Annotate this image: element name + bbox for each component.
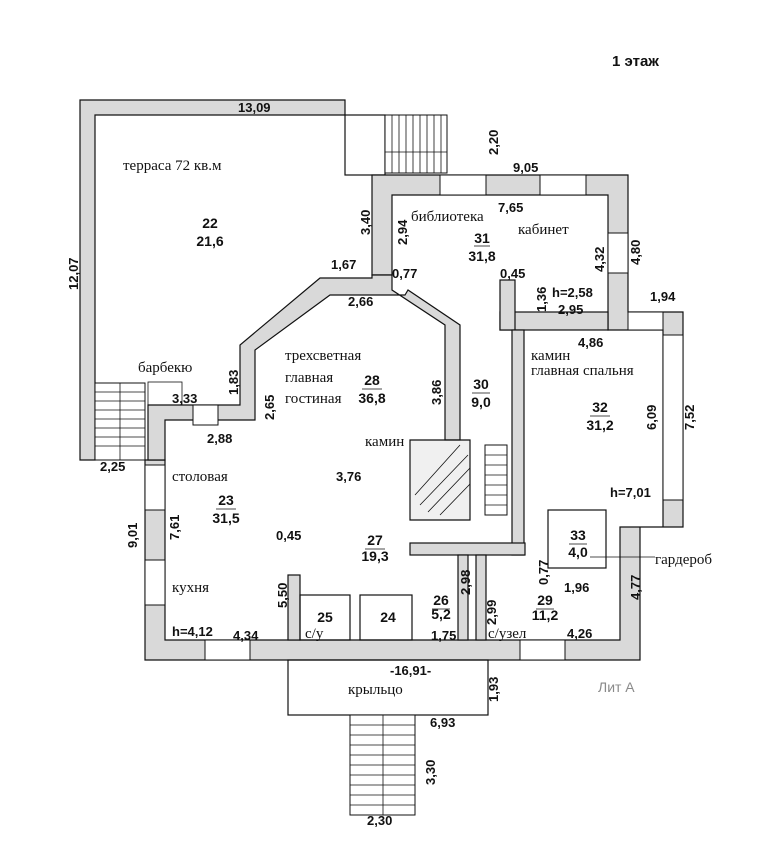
room-area: 31,5 bbox=[212, 510, 239, 526]
dimension: 4,32 bbox=[592, 247, 607, 272]
room-area: 19,3 bbox=[361, 548, 388, 564]
lit-label: Лит А bbox=[598, 679, 635, 695]
dimension: 6,09 bbox=[644, 405, 659, 430]
dimensions-vertical: 2,20 12,07 3,40 2,94 4,32 4,80 1,36 1,83… bbox=[66, 130, 697, 785]
room-number: 25 bbox=[317, 609, 333, 625]
room-area: 5,2 bbox=[431, 606, 451, 622]
room-number: 30 bbox=[473, 376, 489, 392]
dimension: 2,98 bbox=[458, 570, 473, 595]
room-name: библиотека bbox=[411, 209, 484, 225]
room-name: камин bbox=[531, 348, 570, 364]
room-number: 32 bbox=[592, 399, 608, 415]
room-area: 4,0 bbox=[568, 544, 588, 560]
room-number: 31 bbox=[474, 230, 490, 246]
dimension: 4,26 bbox=[567, 626, 592, 641]
room-name: гардероб bbox=[655, 552, 712, 568]
dimension: 1,94 bbox=[650, 289, 676, 304]
room-name: камин bbox=[365, 434, 404, 450]
dimension: 2,88 bbox=[207, 431, 232, 446]
floor-title: 1 этаж bbox=[612, 53, 659, 70]
dimension: 1,93 bbox=[486, 677, 501, 702]
dimension: 7,52 bbox=[682, 405, 697, 430]
room-name: крыльцо bbox=[348, 682, 403, 698]
room-number: 24 bbox=[380, 609, 396, 625]
room-name: кухня bbox=[172, 580, 209, 596]
room-name: главная bbox=[285, 370, 333, 386]
room-number: 27 bbox=[367, 532, 383, 548]
dimension: 7,65 bbox=[498, 200, 523, 215]
dimension: 13,09 bbox=[238, 100, 271, 115]
room-name: трехсветная bbox=[285, 348, 361, 364]
room-area: 11,2 bbox=[532, 607, 559, 623]
dimension: 0,77 bbox=[536, 560, 551, 585]
room-name: гостиная bbox=[285, 391, 342, 407]
dimension: 2,25 bbox=[100, 459, 125, 474]
room-name: барбекю bbox=[138, 360, 192, 376]
dimension: 2,30 bbox=[367, 813, 392, 828]
dimension: 4,80 bbox=[628, 240, 643, 265]
room-name: столовая bbox=[172, 469, 228, 485]
dimension: h=7,01 bbox=[610, 485, 651, 500]
room-name: главная спальня bbox=[531, 363, 634, 379]
dimension: 0,45 bbox=[500, 266, 525, 281]
dimension: -16,91- bbox=[390, 663, 431, 678]
dimension: 2,66 bbox=[348, 294, 373, 309]
dimension: 1,83 bbox=[226, 370, 241, 395]
dimension: 0,77 bbox=[392, 266, 417, 281]
dimension: 9,05 bbox=[513, 160, 538, 175]
dimension: 3,86 bbox=[429, 380, 444, 405]
room-area: 9,0 bbox=[471, 394, 491, 410]
room-number: 33 bbox=[570, 527, 586, 543]
room-name: кабинет bbox=[518, 222, 569, 238]
room-number: 22 bbox=[202, 215, 218, 231]
room-area: 31,8 bbox=[468, 248, 495, 264]
inner-stairs bbox=[414, 444, 508, 516]
dimension: 12,07 bbox=[66, 257, 81, 290]
terrace-walls bbox=[79, 99, 448, 461]
dimensions-horizontal: 13,09 9,05 7,65 1,67 0,77 0,45 2,66 h=2,… bbox=[100, 100, 676, 828]
dimension: 1,75 bbox=[431, 628, 456, 643]
room-area: 21,6 bbox=[196, 233, 223, 249]
room-number: 26 bbox=[433, 592, 449, 608]
room-labels: 22 21,6 31 31,8 28 36,8 30 9,0 32 31,2 2… bbox=[196, 215, 613, 625]
dimension: h=4,12 bbox=[172, 624, 213, 639]
terrace-stairs-left bbox=[94, 382, 146, 461]
dimension: 2,99 bbox=[484, 600, 499, 625]
room-number: 29 bbox=[537, 592, 553, 608]
dimension: 2,65 bbox=[262, 395, 277, 420]
dimension: 4,34 bbox=[233, 628, 259, 643]
terrace-stairs-top bbox=[384, 114, 448, 174]
room-name: с/узел bbox=[488, 626, 527, 642]
dimension: 1,96 bbox=[564, 580, 589, 595]
windows bbox=[144, 174, 684, 661]
house-walls bbox=[144, 174, 684, 661]
room-names: терраса 72 кв.м библиотека кабинет барбе… bbox=[123, 158, 712, 698]
dimension: 2,20 bbox=[486, 130, 501, 155]
dimension: 3,33 bbox=[172, 391, 197, 406]
dimension: 7,61 bbox=[167, 515, 182, 540]
room-number: 28 bbox=[364, 372, 380, 388]
dimension: 1,67 bbox=[331, 257, 356, 272]
dimension: 3,40 bbox=[358, 210, 373, 235]
room-area: 36,8 bbox=[358, 390, 385, 406]
room-area: 31,2 bbox=[586, 417, 613, 433]
room-name: терраса 72 кв.м bbox=[123, 158, 222, 174]
room-number: 23 bbox=[218, 492, 234, 508]
dimension: 0,45 bbox=[276, 528, 301, 543]
room-name: с/у bbox=[305, 626, 324, 642]
dimension: h=2,58 bbox=[552, 285, 593, 300]
dimension: 3,76 bbox=[336, 469, 361, 484]
porch bbox=[287, 659, 489, 816]
dimension: 4,86 bbox=[578, 335, 603, 350]
dimension: 6,93 bbox=[430, 715, 455, 730]
dimension: 3,30 bbox=[423, 760, 438, 785]
dimension: 2,94 bbox=[395, 219, 410, 245]
dimension: 9,01 bbox=[125, 523, 140, 548]
dimension: 2,95 bbox=[558, 302, 583, 317]
dimension: 4,77 bbox=[628, 575, 643, 600]
dimension: 5,50 bbox=[275, 583, 290, 608]
dimension: 1,36 bbox=[534, 287, 549, 312]
